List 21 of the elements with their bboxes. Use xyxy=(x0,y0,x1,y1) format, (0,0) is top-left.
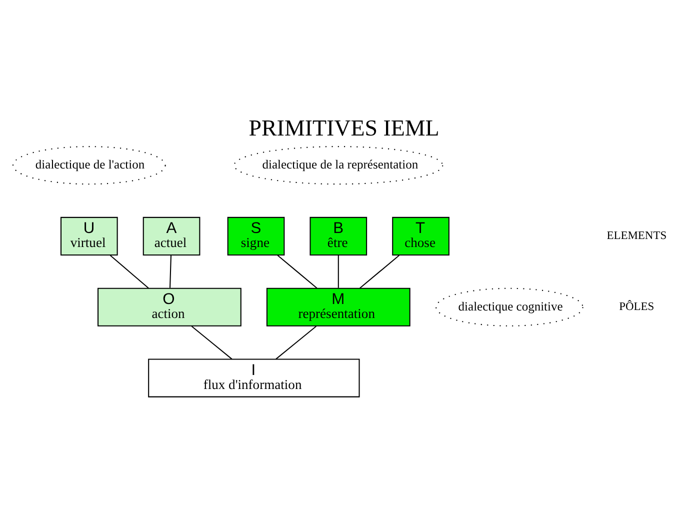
connector xyxy=(338,255,339,288)
connector xyxy=(169,255,172,288)
connector xyxy=(191,326,232,360)
label: ELEMENTS xyxy=(606,230,667,242)
node-box: T chose xyxy=(392,216,450,256)
node-box: M représentation xyxy=(266,288,410,326)
node-box: B être xyxy=(310,216,368,256)
node-box: O action xyxy=(98,288,242,326)
connector xyxy=(276,326,317,360)
node-box: S signe xyxy=(227,216,285,256)
node-box: U virtuel xyxy=(60,216,118,256)
connector xyxy=(277,254,318,289)
node-box: I flux d'information xyxy=(148,358,360,398)
node-ellipse: dialectique cognitive xyxy=(436,288,584,326)
connector xyxy=(110,254,149,289)
node-ellipse: dialectique de l'action xyxy=(12,146,166,185)
node-box: A actuel xyxy=(142,216,200,256)
label: PÔLES xyxy=(619,301,654,314)
diagram-title: PRIMITIVES IEML xyxy=(248,116,440,141)
connector xyxy=(360,254,400,289)
node-ellipse: dialectique de la représentation xyxy=(234,146,444,185)
